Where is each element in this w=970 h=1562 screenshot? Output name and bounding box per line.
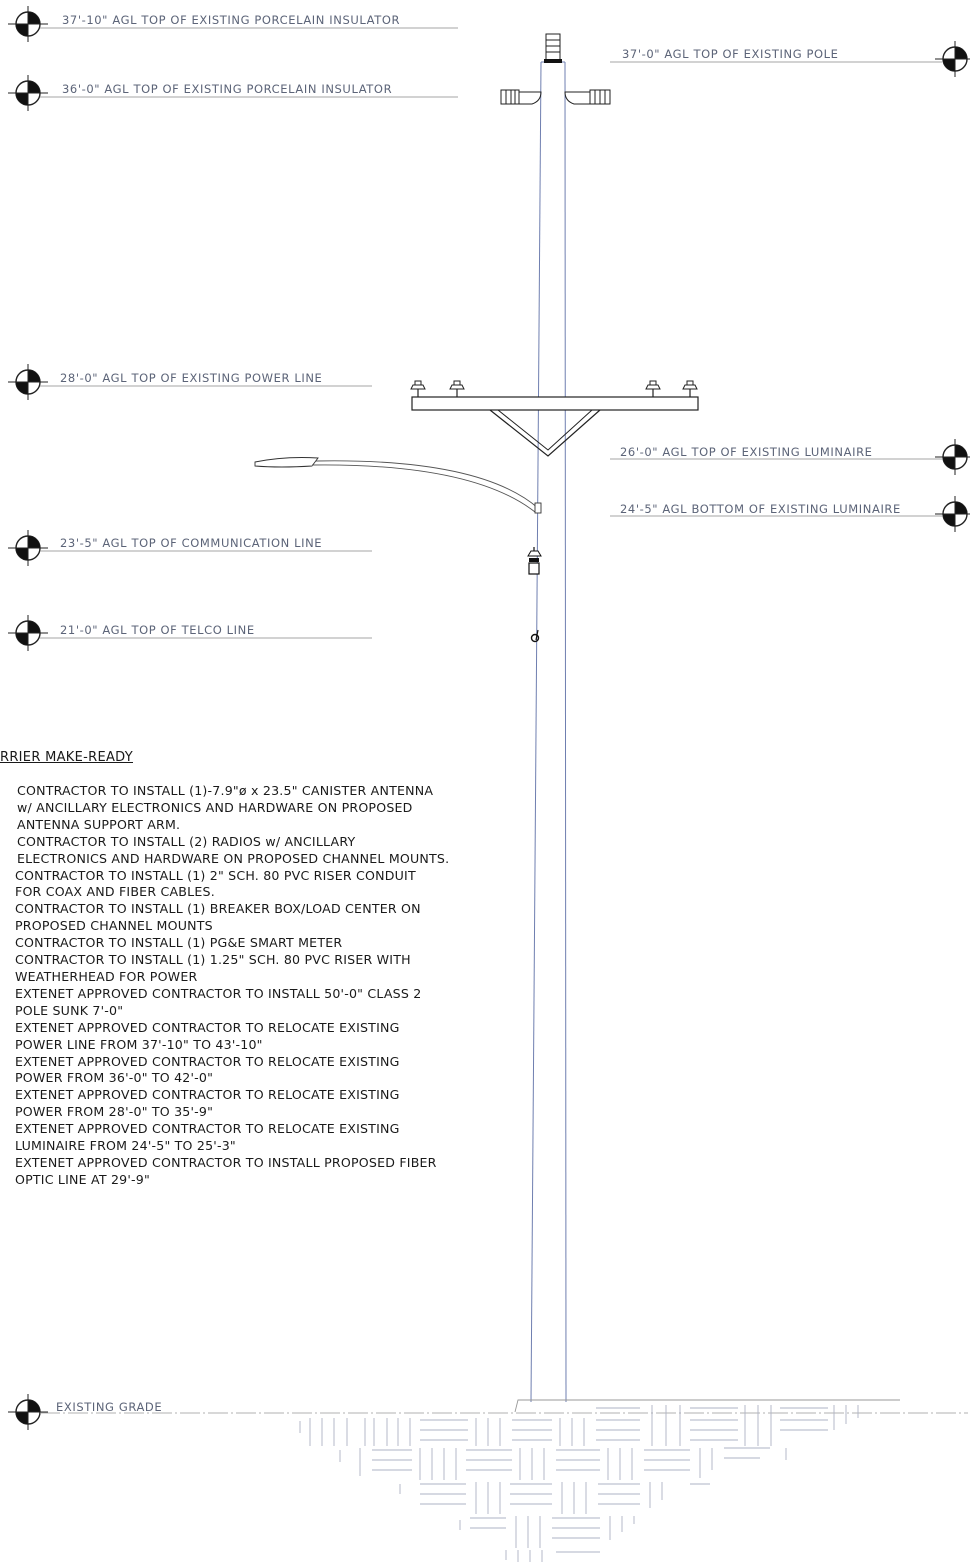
- elevation-target-icon: [7, 363, 49, 401]
- elevation-marker-telco-line: 21'-0" AGL TOP OF TELCO LINE: [7, 614, 372, 652]
- elevation-target-icon: [7, 5, 49, 43]
- elevation-marker-pole-top: 37'-0" AGL TOP OF EXISTING POLE: [610, 40, 970, 78]
- elevation-label: 36'-0" AGL TOP OF EXISTING PORCELAIN INS…: [62, 82, 392, 96]
- notes-line: POWER FROM 28'-0" TO 35'-9": [15, 1104, 214, 1120]
- elevation-label: 37'-10" AGL TOP OF EXISTING PORCELAIN IN…: [62, 13, 400, 27]
- pin-insulator-icon: [682, 380, 698, 398]
- notes-line: OPTIC LINE AT 29'-9": [15, 1171, 150, 1187]
- notes-line: CONTRACTOR TO INSTALL (1) BREAKER BOX/LO…: [15, 901, 421, 917]
- notes-line: CONTRACTOR TO INSTALL (1)-7.9"ø x 23.5" …: [17, 783, 434, 798]
- elevation-marker-porcelain-insulator-top: 37'-10" AGL TOP OF EXISTING PORCELAIN IN…: [7, 5, 458, 43]
- notes-line: POWER LINE FROM 37'-10" TO 43'-10": [15, 1036, 263, 1052]
- notes-line: POWER FROM 36'-0" TO 42'-0": [15, 1070, 214, 1086]
- elevation-label: 24'-5" AGL BOTTOM OF EXISTING LUMINAIRE: [620, 502, 901, 516]
- elevation-target-icon: [7, 1393, 49, 1431]
- notes-line: ANTENNA SUPPORT ARM.: [17, 816, 181, 832]
- notes-line: EXTENET APPROVED CONTRACTOR TO RELOCATE …: [15, 1087, 400, 1103]
- elevation-label: 21'-0" AGL TOP OF TELCO LINE: [60, 623, 255, 637]
- notes-line: EXTENET APPROVED CONTRACTOR TO RELOCATE …: [15, 1053, 400, 1069]
- elevation-marker-power-line: 28'-0" AGL TOP OF EXISTING POWER LINE: [7, 363, 372, 401]
- pin-insulator-icon: [410, 380, 426, 398]
- notes-line: WEATHERHEAD FOR POWER: [15, 968, 198, 984]
- crossarm: [410, 380, 699, 457]
- notes-line: FOR COAX AND FIBER CABLES.: [15, 884, 215, 900]
- notes-line: EXTENET APPROVED CONTRACTOR TO INSTALL P…: [15, 1154, 437, 1170]
- elevation-target-icon: [7, 529, 49, 567]
- notes-line: CONTRACTOR TO INSTALL (2) RADIOS w/ ANCI…: [17, 833, 356, 849]
- elevation-marker-existing-grade: EXISTING GRADE: [7, 1393, 968, 1431]
- elevation-marker-communication-line: 23'-5" AGL TOP OF COMMUNICATION LINE: [7, 529, 372, 567]
- elevation-label: 23'-5" AGL TOP OF COMMUNICATION LINE: [60, 536, 322, 550]
- notes-title: RRIER MAKE-READY: [0, 750, 133, 765]
- elevation-marker-luminaire-bottom: 24'-5" AGL BOTTOM OF EXISTING LUMINAIRE: [610, 495, 970, 533]
- elevation-target-icon: [7, 614, 49, 652]
- elevation-target-icon: [7, 74, 49, 112]
- telco-attachment-icon: [530, 629, 540, 643]
- pin-insulator-icon: [449, 380, 465, 398]
- elevation-label: 26'-0" AGL TOP OF EXISTING LUMINAIRE: [620, 445, 873, 459]
- notes-line: w/ ANCILLARY ELECTRONICS AND HARDWARE ON…: [17, 799, 413, 815]
- notes-line: CONTRACTOR TO INSTALL (1) 1.25" SCH. 80 …: [15, 952, 411, 968]
- notes-line: CONTRACTOR TO INSTALL (1) PG&E SMART MET…: [15, 935, 343, 951]
- notes-list: CONTRACTOR TO INSTALL (1)-7.9"ø x 23.5" …: [15, 783, 515, 1189]
- notes-line: EXTENET APPROVED CONTRACTOR TO RELOCATE …: [15, 1121, 400, 1137]
- elevation-label: EXISTING GRADE: [56, 1400, 162, 1414]
- notes-line: EXTENET APPROVED CONTRACTOR TO RELOCATE …: [15, 1019, 400, 1035]
- luminaire-icon: [254, 457, 542, 514]
- elevation-target-icon: [934, 438, 970, 476]
- communication-bracket-icon: [527, 547, 542, 575]
- notes-line: PROPOSED CHANNEL MOUNTS: [15, 918, 213, 934]
- notes-line: CONTRACTOR TO INSTALL (1) 2" SCH. 80 PVC…: [15, 867, 416, 883]
- notes-line: EXTENET APPROVED CONTRACTOR TO INSTALL 5…: [15, 985, 422, 1001]
- porcelain-insulator-bracket-icon: [500, 89, 611, 105]
- ground-hatch: [299, 1399, 900, 1562]
- notes-line: POLE SUNK 7'-0": [15, 1002, 124, 1018]
- elevation-label: 28'-0" AGL TOP OF EXISTING POWER LINE: [60, 371, 322, 385]
- notes-line: ELECTRONICS AND HARDWARE ON PROPOSED CHA…: [17, 850, 450, 866]
- pin-insulator-icon: [645, 380, 661, 398]
- elevation-target-icon: [934, 40, 970, 78]
- notes-line: LUMINAIRE FROM 24'-5" TO 25'-3": [15, 1138, 236, 1154]
- utility-pole: [530, 61, 567, 1403]
- elevation-marker-porcelain-insulator-existing: 36'-0" AGL TOP OF EXISTING PORCELAIN INS…: [7, 74, 458, 112]
- elevation-label: 37'-0" AGL TOP OF EXISTING POLE: [622, 47, 839, 61]
- elevation-marker-luminaire-top: 26'-0" AGL TOP OF EXISTING LUMINAIRE: [610, 438, 970, 476]
- elevation-target-icon: [934, 495, 970, 533]
- pole-top-insulator-icon: [544, 33, 562, 63]
